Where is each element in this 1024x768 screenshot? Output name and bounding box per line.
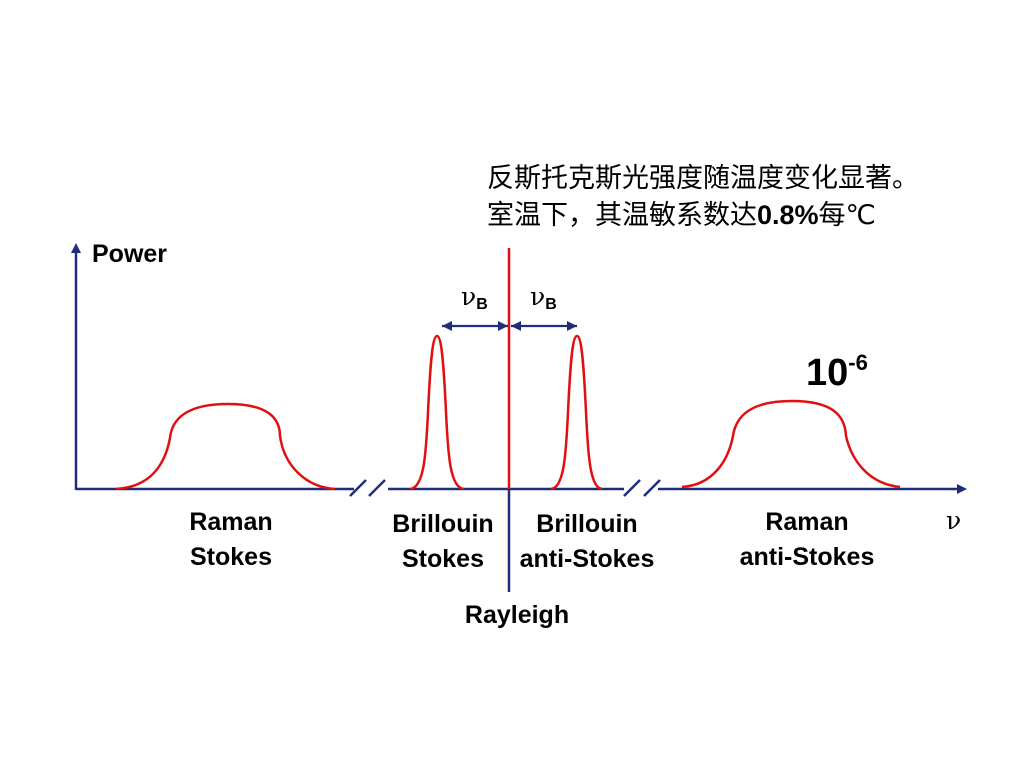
x-axis-label: ν (946, 506, 962, 535)
note-line-2-prefix: 室温下，其温敏系数达 (487, 200, 757, 231)
note-line-2-suffix: 每℃ (818, 200, 876, 231)
raman-anti-stokes-curve (681, 399, 901, 489)
temperature-sensitivity-note: 反斯托克斯光强度随温度变化显著。 室温下，其温敏系数达0.8%每℃ (487, 160, 919, 234)
note-line-2-value: 0.8% (757, 200, 819, 230)
axis-break-left (349, 479, 388, 497)
brillouin-shift-label-right: νB (530, 282, 557, 314)
ratio-exponent: -6 (848, 350, 868, 375)
brillouin-shift-arrows (442, 321, 577, 331)
intensity-ratio-label: 10-6 (806, 350, 868, 395)
nu-subscript: B (545, 296, 557, 313)
brillouin-shift-label-left: νB (461, 282, 488, 314)
rayleigh-label: Rayleigh (464, 601, 570, 629)
nu-subscript: B (476, 296, 488, 313)
axis-break-right (623, 479, 661, 497)
brillouin-stokes-label: Brillouin Stokes (392, 510, 494, 573)
brillouin-anti-stokes-label: Brillouin anti-Stokes (519, 510, 655, 573)
note-line-1: 反斯托克斯光强度随温度变化显著。 (487, 163, 919, 194)
nu-symbol: ν (530, 282, 546, 311)
ratio-base: 10 (806, 352, 849, 394)
raman-stokes-curve (115, 402, 336, 491)
raman-anti-stokes-label: Raman anti-Stokes (739, 508, 875, 571)
nu-symbol: ν (461, 282, 477, 311)
raman-stokes-label: Raman Stokes (189, 508, 273, 571)
brillouin-stokes-peak (409, 334, 465, 491)
y-axis-label: Power (92, 240, 168, 268)
note-line-2: 室温下，其温敏系数达0.8%每℃ (487, 197, 919, 234)
brillouin-anti-stokes-peak (550, 334, 603, 491)
